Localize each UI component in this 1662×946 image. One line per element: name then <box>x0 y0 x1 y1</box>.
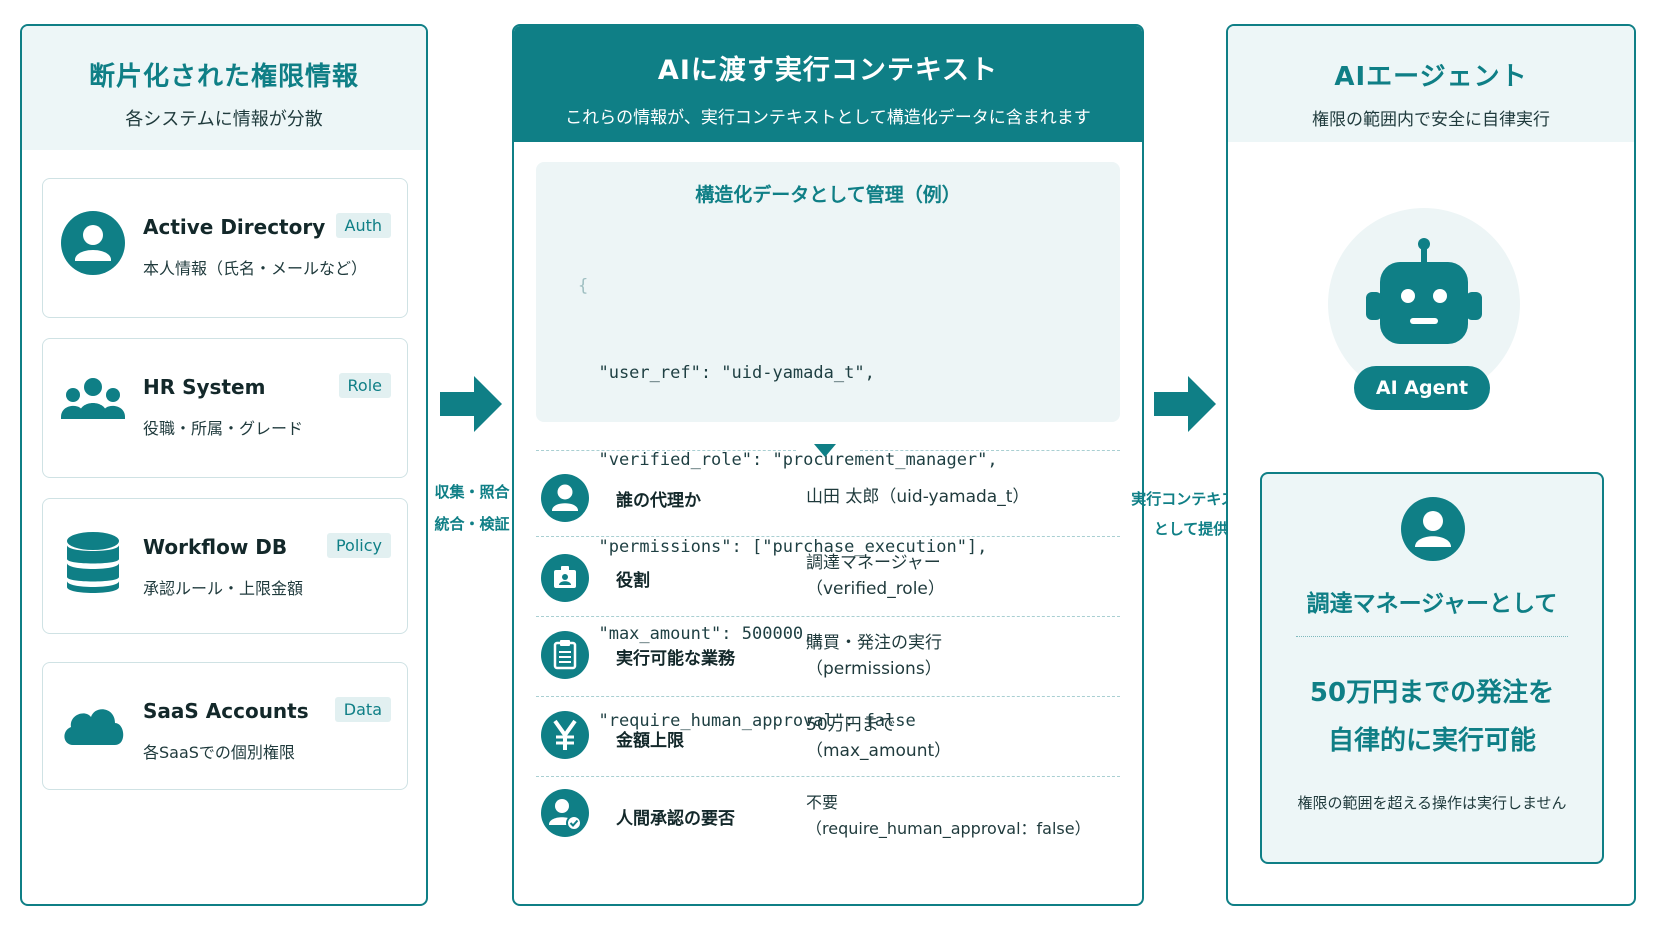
yen-icon <box>541 711 589 759</box>
source-card-active-directory: Active Directory 本人情報（氏名・メールなど） Auth <box>42 178 408 318</box>
down-triangle-icon <box>814 444 836 457</box>
agent-result-box: 調達マネージャーとして 50万円までの発注を 自律的に実行可能 権限の範囲を超え… <box>1260 472 1604 864</box>
user-icon <box>1401 497 1465 561</box>
row-label: 実行可能な業務 <box>616 649 735 669</box>
edge-label-line: として提供 <box>1153 520 1229 538</box>
code-line: "user_ref": "uid-yamada_t", <box>578 363 875 383</box>
group-icon <box>61 378 125 419</box>
result-note: 権限の範囲を超える操作は実行しません <box>1297 794 1567 812</box>
source-card-saas-accounts: SaaS Accounts 各SaaSでの個別権限 Data <box>42 662 408 790</box>
code-line: "require_human_approval": false <box>578 711 916 731</box>
agent-panel-subtitle: 権限の範囲内で安全に自律実行 <box>1312 110 1550 130</box>
context-row-role: 役割 調達マネージャー （verified_role） <box>536 538 1120 618</box>
ai-agent-badge: AI Agent <box>1354 366 1490 410</box>
code-line: "permissions": ["purchase_execution"], <box>578 537 988 557</box>
source-panel-title: 断片化された権限情報 <box>88 62 359 92</box>
context-row-human-approval: 人間承認の要否 不要 （require_human_approval：false… <box>536 778 1120 858</box>
id-badge-icon <box>541 554 589 602</box>
source-name: Active Directory <box>143 215 326 239</box>
edge-label-line: 実行コンテキスト <box>1131 490 1251 508</box>
divider <box>860 450 1120 451</box>
context-row-delegate: 誰の代理か 山田 太郎（uid-yamada_t） <box>536 458 1120 538</box>
edge-label-line: 統合・検証 <box>434 515 510 533</box>
structured-data-box: 構造化データとして管理（例） { "user_ref": "uid-yamada… <box>536 162 1120 818</box>
edge-label-collect: 収集・照合 統合・検証 <box>424 476 520 540</box>
source-desc: 各SaaSでの個別権限 <box>143 743 295 762</box>
row-value: 山田 太郎（uid-yamada_t） <box>806 487 1030 507</box>
source-name: HR System <box>143 375 266 399</box>
code-line: { <box>578 276 589 296</box>
result-role: 調達マネージャーとして <box>1306 591 1558 617</box>
code-block: { "user_ref": "uid-yamada_t", "verified_… <box>578 214 998 881</box>
row-label: 誰の代理か <box>616 491 701 511</box>
result-headline-2: 自律的に実行可能 <box>1327 726 1536 756</box>
code-line: "verified_role": "procurement_manager", <box>578 450 998 470</box>
source-name: Workflow DB <box>143 535 288 559</box>
source-card-workflow-db: Workflow DB 承認ルール・上限金額 Policy <box>42 498 408 634</box>
row-value-key: （permissions） <box>806 659 942 679</box>
flow-arrow-right-icon <box>440 376 502 432</box>
row-value-key: （require_human_approval：false） <box>806 819 1091 838</box>
context-panel-title: AIに渡す実行コンテキスト <box>657 55 999 86</box>
context-panel-header: AIに渡す実行コンテキスト これらの情報が、実行コンテキストとして構造化データに… <box>514 26 1142 142</box>
row-value: 購買・発注の実行 （permissions） <box>806 630 942 682</box>
robot-icon <box>1366 238 1482 344</box>
flow-arrow-right-icon <box>1154 376 1216 432</box>
source-tag: Policy <box>326 533 391 558</box>
edge-label-line: 収集・照合 <box>434 483 510 501</box>
divider <box>536 536 1120 537</box>
agent-panel-title: AIエージェント <box>1334 62 1528 92</box>
code-line: "max_amount": 500000, <box>578 624 814 644</box>
divider <box>536 776 1120 777</box>
divider <box>536 616 1120 617</box>
context-row-permissions: 実行可能な業務 購買・発注の実行 （permissions） <box>536 618 1120 698</box>
row-label: 金額上限 <box>616 731 684 751</box>
clipboard-icon <box>541 631 589 679</box>
row-value: 調達マネージャー （verified_role） <box>806 550 945 602</box>
row-value: 50万円まで （max_amount） <box>806 712 951 764</box>
source-panel-subtitle: 各システムに情報が分散 <box>125 109 323 130</box>
result-headline-1: 50万円までの発注を <box>1309 678 1555 708</box>
divider <box>536 450 796 451</box>
row-value-main: 不要 <box>806 793 839 812</box>
row-label: 役割 <box>616 571 650 591</box>
row-label: 人間承認の要否 <box>616 809 735 829</box>
context-row-max-amount: 金額上限 50万円まで （max_amount） <box>536 698 1120 778</box>
row-value-main: 調達マネージャー <box>806 553 941 573</box>
user-icon <box>541 474 589 522</box>
user-icon <box>61 211 125 275</box>
divider <box>536 696 1120 697</box>
agent-panel-header: AIエージェント 権限の範囲内で安全に自律実行 <box>1228 26 1634 142</box>
divider <box>1296 636 1568 637</box>
context-panel-subtitle: これらの情報が、実行コンテキストとして構造化データに含まれます <box>565 108 1091 128</box>
source-name: SaaS Accounts <box>143 699 309 723</box>
source-tag: Data <box>334 697 391 722</box>
row-value-key: （max_amount） <box>806 741 952 761</box>
source-desc: 本人情報（氏名・メールなど） <box>143 259 368 278</box>
edge-label-provide: 実行コンテキスト として提供 <box>1128 484 1254 544</box>
source-card-hr-system: HR System 役職・所属・グレード Role <box>42 338 408 478</box>
user-check-icon <box>541 789 589 837</box>
row-value-key: （verified_role） <box>806 579 945 599</box>
cloud-icon <box>64 709 124 745</box>
source-desc: 役職・所属・グレード <box>143 419 304 438</box>
source-tag: Auth <box>335 213 391 238</box>
source-panel-header: 断片化された権限情報 各システムに情報が分散 <box>22 26 426 150</box>
database-icon <box>67 532 119 593</box>
row-value-main: 50万円まで <box>806 715 896 735</box>
row-value: 不要 （require_human_approval：false） <box>806 790 1091 842</box>
agent-panel: AIエージェント 権限の範囲内で安全に自律実行 AI Agent 調達マネージャ… <box>1226 24 1636 906</box>
source-desc: 承認ルール・上限金額 <box>143 579 304 598</box>
row-value-main: 購買・発注の実行 <box>806 633 942 653</box>
source-tag: Role <box>338 373 391 398</box>
source-panel: 断片化された権限情報 各システムに情報が分散 Active Directory … <box>20 24 428 906</box>
context-panel: AIに渡す実行コンテキスト これらの情報が、実行コンテキストとして構造化データに… <box>512 24 1144 906</box>
structured-data-title: 構造化データとして管理（例） <box>695 184 961 206</box>
